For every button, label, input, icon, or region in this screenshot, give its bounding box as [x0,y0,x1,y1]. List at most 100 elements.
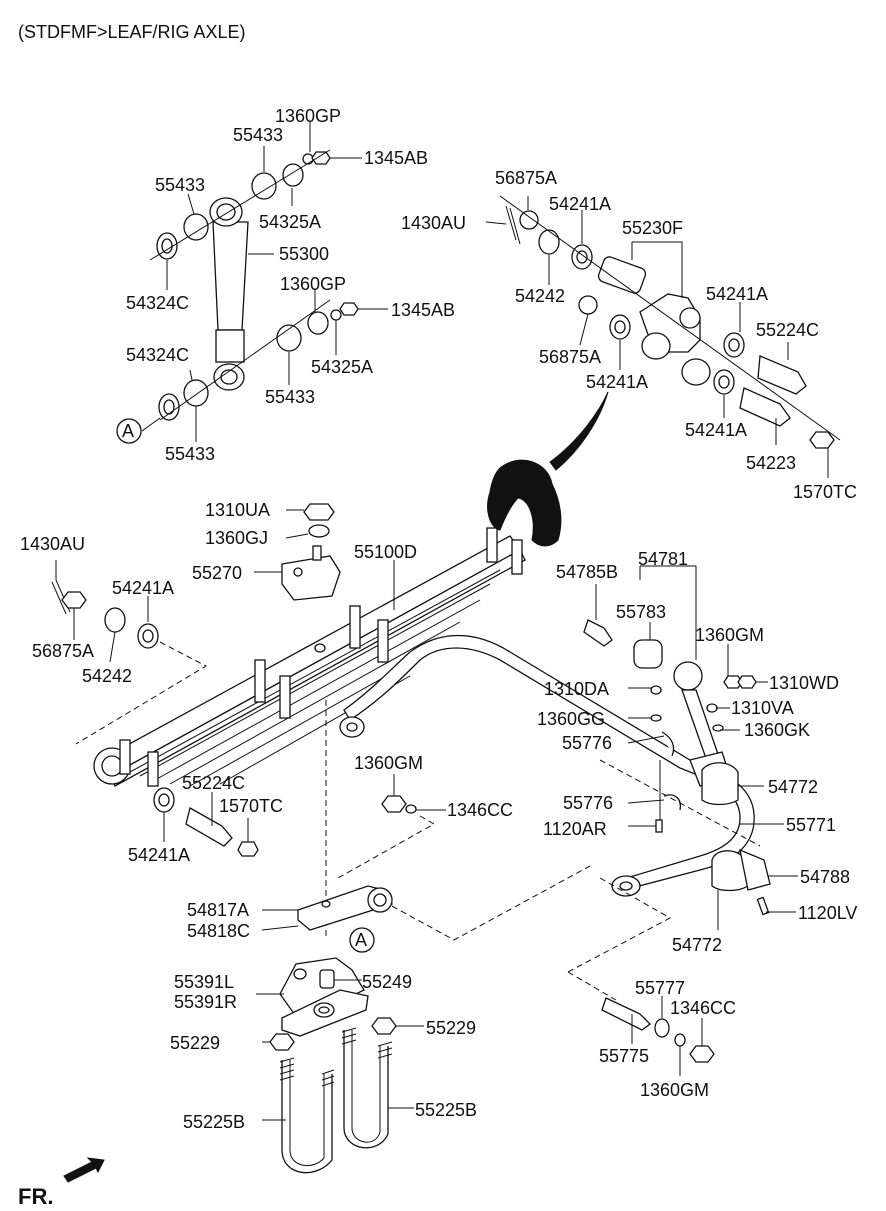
nut-icon [237,841,259,857]
u-bolt [279,1057,335,1174]
spring-clamp-plate [297,885,393,931]
bushing-icon [597,256,647,294]
nut-icon [650,685,662,695]
part-label: 55391L [174,972,234,992]
part-label: 1360GP [275,106,341,126]
bolt-icon [756,896,770,916]
bump-stopper [281,545,341,601]
nut-icon [723,675,743,689]
leaf-spring [93,527,526,787]
front-direction-arrow-icon [63,1157,105,1183]
washer-icon [308,524,330,538]
bracket-icon [661,731,675,757]
part-label: 55391R [174,992,237,1012]
nut-icon [706,703,718,713]
nut-icon [371,1017,397,1035]
bushing-icon [633,639,663,669]
part-label: 55776 [563,793,613,813]
bolt-icon [739,387,791,427]
nut-icon [61,591,87,609]
part-label: 55229 [426,1018,476,1038]
part-label: 55224C [182,773,245,793]
nut-icon [339,302,359,316]
part-label: 54772 [768,777,818,797]
part-number-labels: 1360GP 55433 1345AB 55433 54325A 55300 5… [20,106,857,1132]
part-label: 54788 [800,867,850,887]
stabilizer-bar [339,634,755,897]
axle-seat [279,957,369,1037]
washer-icon [302,153,314,165]
bushing-icon [183,213,209,241]
washer-icon [307,311,329,335]
part-label: 54324C [126,345,189,365]
part-label: 55225B [415,1100,477,1120]
part-label: 54242 [515,286,565,306]
washer-icon [654,1018,670,1038]
washer-icon [650,714,662,722]
part-label: 1570TC [219,796,283,816]
part-label: 1360GM [695,625,764,645]
washer-icon [405,804,417,814]
bolt-icon [655,819,663,833]
part-label: 54241A [112,578,174,598]
part-label: 55433 [265,387,315,407]
part-label: 55249 [362,972,412,992]
part-label: 1360GM [640,1080,709,1100]
part-label: 54817A [187,900,249,920]
part-label: 55783 [616,602,666,622]
nut-icon [381,795,407,813]
part-label: 55100D [354,542,417,562]
part-label: 54325A [259,212,321,232]
part-label: 54223 [746,453,796,473]
part-label: 1345AB [391,300,455,320]
part-label: 55776 [562,733,612,753]
part-label: 1120AR [543,819,607,839]
part-label: 1430AU [20,534,85,554]
part-label: 1120LV [798,903,857,923]
part-label: 54781 [638,549,688,569]
bushing-icon [251,172,277,200]
part-label: 54325A [311,357,373,377]
part-label: 1360GJ [205,528,268,548]
nut-icon [303,503,335,521]
part-label: 55300 [279,244,329,264]
bracket-icon [663,794,682,811]
part-label: 1310DA [544,679,609,699]
part-label: 54241A [586,372,648,392]
washer-icon [282,163,304,187]
part-label: 55771 [786,815,836,835]
u-bolt [341,1027,393,1149]
part-label: 56875A [32,641,94,661]
part-label: 55433 [233,125,283,145]
part-label: 55777 [635,978,685,998]
part-label: 54241A [549,194,611,214]
nut-icon [689,1045,715,1063]
part-label: 56875A [539,347,601,367]
nut-icon [578,295,598,315]
nut-icon [269,1033,295,1051]
bolt-icon [601,997,651,1031]
part-label: 1346CC [670,998,736,1018]
part-label: 54324C [126,293,189,313]
reference-marker: A [349,927,375,953]
part-label: 55230F [622,218,683,238]
part-label: 1345AB [364,148,428,168]
part-label: 54242 [82,666,132,686]
part-label: 54818C [187,921,250,941]
bolt-icon [757,355,807,395]
part-label: 54241A [706,284,768,304]
part-label: 54241A [128,845,190,865]
part-label: 55433 [155,175,205,195]
reference-marker: A [116,418,142,444]
washer-icon [674,1033,686,1047]
part-label: 1346CC [447,800,513,820]
bolt-icon [583,619,613,647]
pointer-arrow-icon [549,391,609,471]
part-label: 1360GK [744,720,810,740]
shackle-assembly [639,293,711,386]
shackle-bushing-icon [487,459,562,547]
part-label: 56875A [495,168,557,188]
front-direction-label: FR. [18,1184,53,1209]
part-label: 1360GM [354,753,423,773]
